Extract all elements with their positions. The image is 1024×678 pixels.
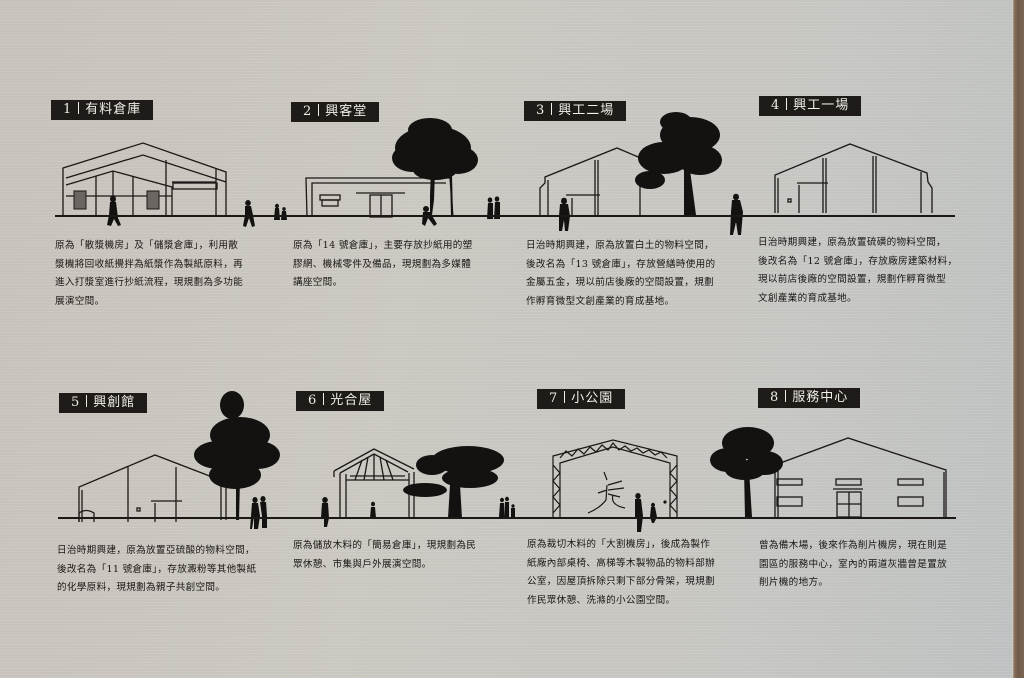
description-line: 作孵育微型文創產業的育成基地。	[526, 295, 675, 307]
panel-6-label: 6 光合屋	[296, 391, 385, 411]
description-line: 後改名為「11 號倉庫」，存放澱粉等其他製紙	[57, 563, 257, 575]
panel-5-label: 5 興創館	[59, 393, 148, 413]
panel-7-description: 原為裁切木料的「大割機房」，後成為製作 紙廠內部桌椅、高梯等木製物品的物料部辦 …	[527, 536, 742, 610]
description-line: 眾休憩、市集與戶外展演空間。	[293, 558, 432, 570]
panel-1-description: 原為「散漿機房」及「儲漿倉庫」，利用散 漿機將回收紙攪拌為紙漿作為製紙原料，再 …	[55, 237, 265, 311]
panel-4-description: 日治時期興建，原為放置硫磺的物料空間， 後改名為「12 號倉庫」，存放廠房建築材…	[758, 234, 968, 308]
panel-6-title: 光合屋	[330, 393, 373, 408]
panel-2-title: 興客堂	[325, 104, 368, 119]
description-line: 作民眾休憩、洗滌的小公園空間。	[527, 594, 676, 606]
panel-8-number: 8	[770, 390, 780, 405]
panel-3-title: 興工二場	[558, 103, 615, 118]
panel-5-description: 日治時期興建，原為放置亞硫酸的物料空間， 後改名為「11 號倉庫」，存放澱粉等其…	[57, 542, 272, 598]
panel-2-label: 2 興客堂	[291, 102, 380, 122]
description-line: 後改名為「13 號倉庫」，存放營繕時使用的	[526, 258, 716, 270]
panel-7-number: 7	[549, 391, 559, 406]
panel-6-description: 原為儲放木料的「簡易倉庫」，現規劃為民 眾休憩、市集與戶外展演空間。	[293, 537, 508, 574]
description-line: 原為儲放木料的「簡易倉庫」，現規劃為民	[293, 540, 477, 551]
panel-4-label: 4 興工一場	[759, 96, 862, 116]
panel-4-number: 4	[771, 98, 781, 113]
panel-1-label: 1 有料倉庫	[51, 100, 154, 120]
panel-1-number: 1	[63, 102, 73, 117]
description-line: 原為「14 號倉庫」，主要存放抄紙用的塑	[293, 240, 473, 251]
panel-3-number: 3	[536, 103, 546, 118]
description-line: 原為「散漿機房」及「儲漿倉庫」，利用散	[55, 240, 239, 251]
panel-8-title: 服務中心	[792, 390, 849, 405]
row-1-ground-line	[55, 215, 955, 217]
wood-frame-edge	[1012, 0, 1024, 678]
description-line: 展演空間。	[55, 295, 105, 307]
description-line: 文創產業的育成基地。	[758, 292, 857, 304]
description-line: 原為裁切木料的「大割機房」，後成為製作	[527, 539, 711, 550]
panel-7-label: 7 小公園	[537, 389, 626, 409]
description-line: 園區的服務中心，室內的兩道灰牆曾是置放	[759, 558, 947, 570]
panel-8-label: 8 服務中心	[758, 388, 861, 408]
description-line: 後改名為「12 號倉庫」，存放廠房建築材料，	[758, 255, 958, 267]
description-line: 講座空間。	[293, 277, 343, 288]
description-line: 現以前店後廠的空間設置，規劃作孵育微型	[758, 274, 946, 285]
description-line: 日治時期興建，原為放置亞硫酸的物料空間，	[57, 545, 255, 556]
panel-2-description: 原為「14 號倉庫」，主要存放抄紙用的塑 膠網、機械零件及備品，現規劃為多媒體 …	[293, 237, 503, 293]
panel-4-title: 興工一場	[793, 98, 850, 113]
panel-5-title: 興創館	[93, 395, 136, 410]
row-2-ground-line	[58, 517, 956, 519]
description-line: 削片機的地方。	[759, 577, 829, 588]
description-line: 公室，因屋頂拆除只剩下部分骨架，現規劃	[527, 576, 715, 587]
panel-6-number: 6	[308, 393, 318, 408]
panel-7-title: 小公園	[571, 391, 614, 406]
panel-3-label: 3 興工二場	[524, 101, 627, 121]
description-line: 金屬五金，現以前店後廠的空間設置，規劃	[526, 277, 714, 288]
description-line: 紙廠內部桌椅、高梯等木製物品的物料部辦	[527, 557, 715, 569]
description-line: 的化學原料，現規劃為親子共創空間。	[57, 582, 226, 593]
panel-5-number: 5	[71, 395, 81, 410]
description-line: 日治時期興建，原為放置白土的物料空間，	[526, 240, 714, 251]
description-line: 曾為備木場，後來作為削片機房，現在則是	[759, 540, 947, 551]
description-line: 進入打漿室進行抄紙流程，現規劃為多功能	[55, 277, 243, 288]
panel-3-description: 日治時期興建，原為放置白土的物料空間， 後改名為「13 號倉庫」，存放營繕時使用…	[526, 237, 736, 311]
description-line: 漿機將回收紙攪拌為紙漿作為製紙原料，再	[55, 258, 243, 270]
panel-2-number: 2	[303, 104, 313, 119]
description-line: 膠網、機械零件及備品，現規劃為多媒體	[293, 258, 472, 270]
panel-1-title: 有料倉庫	[85, 102, 142, 117]
panel-8-description: 曾為備木場，後來作為削片機房，現在則是 園區的服務中心，室內的兩道灰牆曾是置放 …	[759, 537, 974, 593]
description-line: 日治時期興建，原為放置硫磺的物料空間，	[758, 237, 946, 248]
